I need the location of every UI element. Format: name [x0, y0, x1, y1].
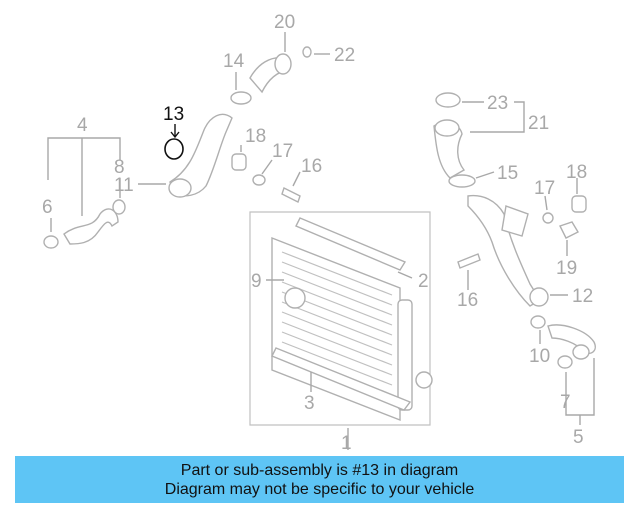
bolt-17-left	[252, 174, 266, 186]
callout-16-right: 16	[457, 290, 478, 311]
callout-19: 19	[556, 258, 577, 279]
charge-air-pipe-11	[169, 113, 233, 197]
callout-2: 2	[418, 271, 429, 292]
callout-4: 4	[77, 115, 88, 136]
charge-pipe-right	[467, 194, 541, 307]
callout-16-left: 16	[301, 156, 322, 177]
callout-17-left: 17	[272, 141, 293, 162]
bolt-16-right	[457, 253, 481, 269]
intercooler-core	[271, 236, 401, 422]
intercooler-assembly	[249, 211, 433, 426]
bracket-19	[559, 221, 579, 239]
right-pipe-group	[433, 92, 596, 369]
grommet-18-left	[231, 153, 247, 171]
o-ring-6	[43, 235, 59, 249]
o-ring-8	[112, 199, 126, 215]
banner-line-1: Part or sub-assembly is #13 in diagram	[180, 461, 459, 479]
callout-21: 21	[528, 113, 549, 134]
callout-23: 23	[487, 93, 508, 114]
upper-seal-strip	[295, 217, 407, 271]
callout-5: 5	[573, 427, 584, 448]
callout-11: 11	[114, 175, 134, 196]
upper-pipe-group	[168, 46, 312, 203]
callout-6: 6	[42, 197, 53, 218]
part-info-banner: Part or sub-assembly is #13 in diagram D…	[15, 456, 624, 503]
callout-12: 12	[572, 286, 593, 307]
callout-14: 14	[223, 51, 245, 72]
callout-3: 3	[304, 393, 315, 414]
clamp-15	[448, 174, 476, 188]
callout-18-left: 18	[245, 126, 266, 147]
o-ring-22	[302, 46, 312, 58]
callout-8: 8	[114, 157, 125, 178]
callout-22: 22	[334, 45, 355, 66]
callout-18-right: 18	[566, 162, 587, 183]
clamp-14	[230, 91, 252, 105]
leader-lines	[47, 32, 595, 450]
left-hose-group	[43, 199, 126, 249]
callout-1: 1	[341, 433, 352, 454]
callout-9: 9	[251, 271, 262, 292]
o-ring-10	[530, 315, 546, 329]
o-ring-13-highlighted	[164, 138, 184, 160]
lower-seal-strip	[271, 347, 412, 411]
callout-10: 10	[529, 346, 550, 367]
bolt-16-left	[281, 187, 301, 203]
callout-13: 13	[163, 104, 184, 125]
charge-hose-left	[63, 208, 119, 245]
bolt-17-right	[542, 212, 554, 224]
callout-17-right: 17	[534, 178, 555, 199]
clamp-23	[435, 92, 461, 108]
callout-labels: 13 4 6 8 11 14 20 22 18 17 16 9 2 3 1 23…	[42, 12, 593, 454]
grommet-18-right	[571, 195, 587, 213]
callout-15: 15	[497, 163, 518, 184]
callout-7: 7	[560, 392, 571, 413]
banner-line-2: Diagram may not be specific to your vehi…	[164, 480, 475, 498]
callout-20: 20	[274, 12, 295, 33]
o-ring-7	[557, 355, 573, 369]
